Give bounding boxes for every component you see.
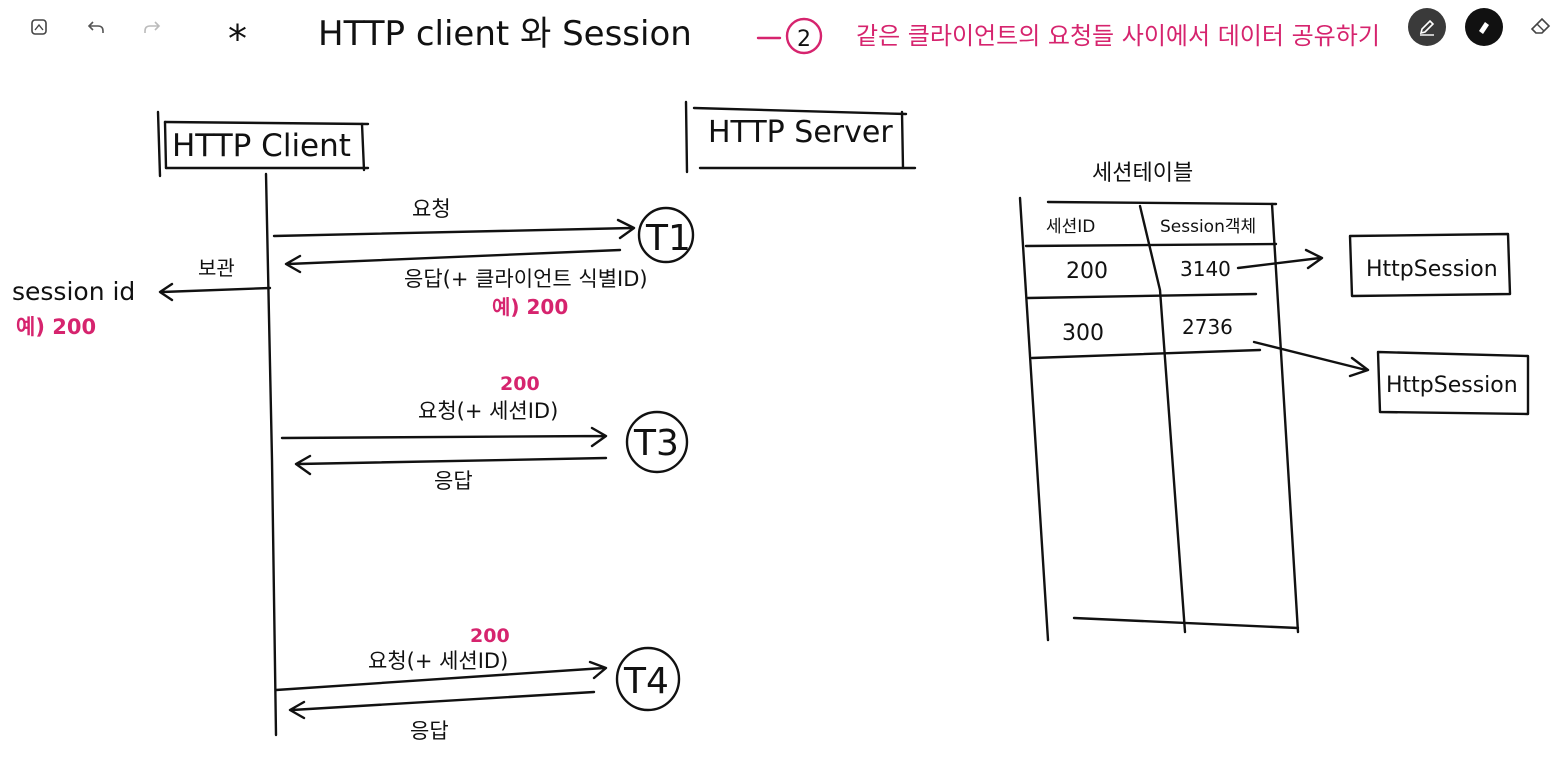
step-number: 2 — [797, 27, 811, 52]
session-table-frame — [1018, 196, 1300, 642]
client-lifeline — [264, 172, 278, 737]
eraser-icon[interactable] — [1528, 14, 1554, 40]
thread-circle-t4 — [615, 646, 681, 712]
store-label: 보관 — [198, 256, 235, 280]
session-row-id-1: 200 — [1066, 259, 1108, 284]
session-id-example: 예) 200 — [16, 315, 96, 339]
session-table-title: 세션테이블 — [1092, 161, 1193, 186]
pen-icon[interactable] — [1408, 8, 1446, 46]
page-subtitle: 같은 클라이언트의 요청들 사이에서 데이터 공유하기 — [856, 22, 1380, 50]
session-row-id-2: 300 — [1062, 321, 1104, 346]
session-note-t3: 200 — [500, 373, 540, 395]
request-arrow-t4 — [274, 660, 608, 692]
request-label-t4: 요청(+ 세션ID) — [368, 649, 508, 673]
session-arrow-2 — [1252, 340, 1370, 378]
response-arrow-t1 — [284, 248, 622, 274]
thread-label-t1: T1 — [645, 218, 691, 259]
server-box-label: HTTP Server — [708, 115, 893, 150]
session-table-header-obj: Session객체 — [1160, 217, 1256, 237]
session-note-t4: 200 — [470, 625, 510, 647]
request-label-t3: 요청(+ 세션ID) — [418, 399, 558, 423]
session-id-label: session id — [12, 277, 135, 306]
highlighter-icon[interactable] — [1465, 8, 1503, 46]
response-note-t1: 예) 200 — [492, 295, 568, 319]
note-icon[interactable] — [28, 16, 50, 38]
http-session-label-2: HttpSession — [1386, 373, 1518, 398]
step-circle — [785, 17, 823, 55]
redo-icon[interactable] — [140, 16, 164, 38]
response-label-t3: 응답 — [434, 469, 473, 493]
thread-label-t4: T4 — [623, 661, 669, 702]
session-row-obj-1: 3140 — [1180, 257, 1231, 281]
store-arrow — [158, 282, 272, 302]
http-session-box-2 — [1376, 350, 1530, 416]
thread-circle-t1 — [637, 206, 695, 264]
session-table-header-id: 세션ID — [1046, 217, 1095, 237]
session-arrow-1 — [1236, 248, 1324, 270]
client-box-frame — [156, 110, 370, 178]
client-box-label: HTTP Client — [172, 128, 351, 164]
page-title: HTTP client 와 Session — [318, 14, 692, 54]
http-session-box-1 — [1348, 232, 1512, 298]
thread-circle-t3 — [625, 410, 689, 474]
response-arrow-t4 — [288, 690, 596, 720]
response-label-t1: 응답(+ 클라이언트 식별ID) — [404, 267, 648, 291]
request-arrow-t3 — [280, 426, 608, 448]
session-row-obj-2: 2736 — [1182, 315, 1233, 339]
thread-label-t3: T3 — [633, 423, 679, 464]
response-label-t4: 응답 — [410, 719, 449, 743]
response-arrow-t3 — [294, 454, 608, 476]
server-box-frame — [684, 100, 917, 174]
request-arrow-t1 — [272, 218, 636, 240]
star-mark: * — [228, 17, 247, 61]
http-session-label-1: HttpSession — [1366, 257, 1498, 282]
request-label-t1: 요청 — [412, 197, 451, 221]
undo-icon[interactable] — [84, 16, 108, 38]
